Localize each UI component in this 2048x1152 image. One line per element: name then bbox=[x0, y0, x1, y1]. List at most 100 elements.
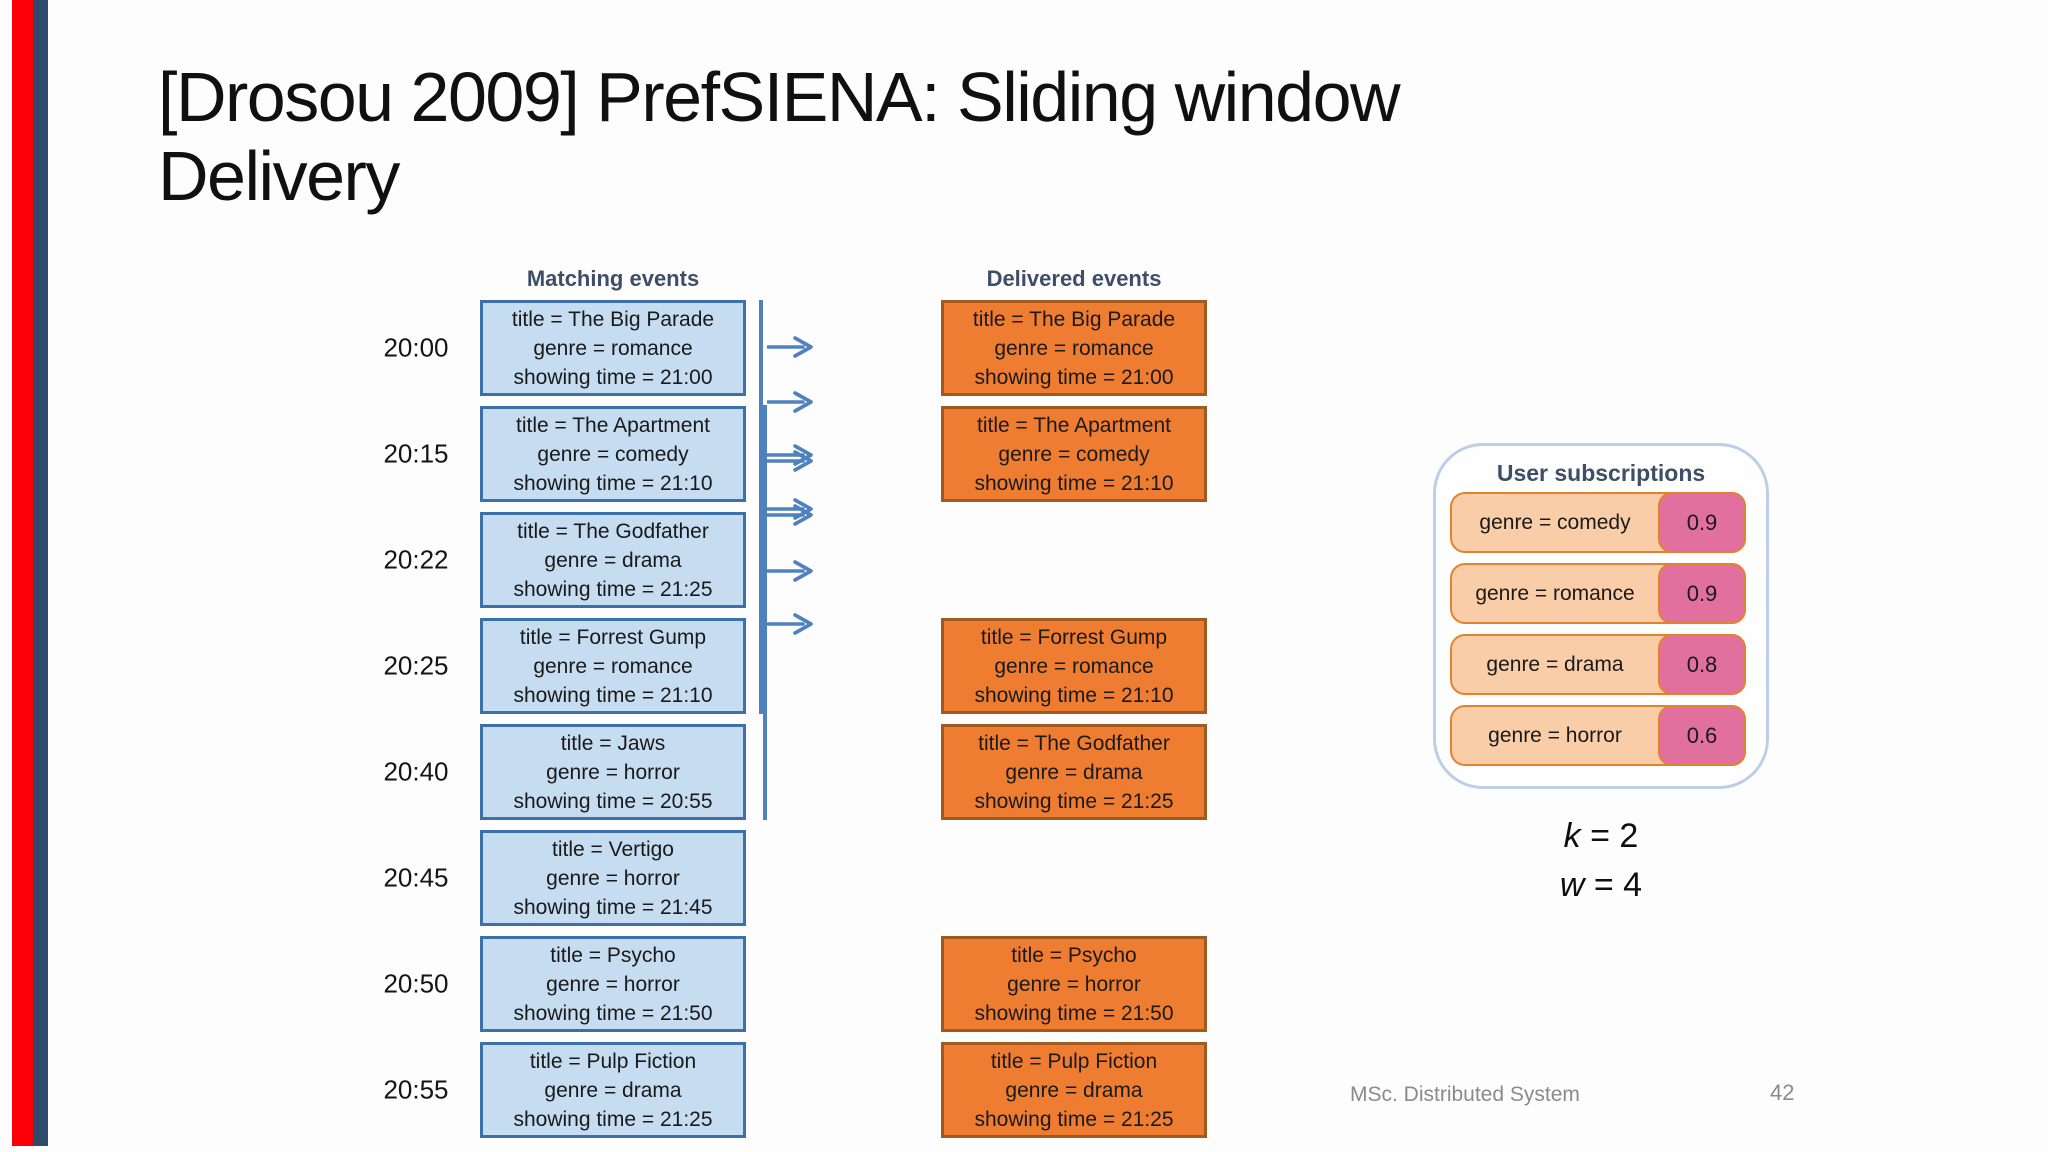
event-genre: genre = romance bbox=[533, 336, 693, 360]
delivery-arrow-icon bbox=[767, 557, 817, 585]
event-timestamp: 20:50 bbox=[383, 968, 449, 999]
user-subscriptions-panel: User subscriptions genre = comedy 0.9 ge… bbox=[1433, 443, 1769, 789]
event-title: title = The Godfather bbox=[978, 731, 1170, 755]
slide-title: [Drosou 2009] PrefSIENA: Sliding window … bbox=[158, 58, 1858, 216]
event-title: title = Pulp Fiction bbox=[990, 1049, 1158, 1073]
event-showing-time: showing time = 21:10 bbox=[513, 471, 713, 495]
event-genre: genre = romance bbox=[533, 654, 693, 678]
matching-event-box: title = Psycho genre = horror showing ti… bbox=[480, 936, 746, 1032]
matching-event-row: 20:50 title = Psycho genre = horror show… bbox=[383, 936, 746, 1032]
event-title: title = The Big Parade bbox=[972, 307, 1176, 331]
event-genre: genre = comedy bbox=[537, 442, 689, 466]
parameter-k: k = 2 bbox=[1433, 812, 1769, 861]
matching-event-box: title = The Apartment genre = comedy sho… bbox=[480, 406, 746, 502]
event-showing-time: showing time = 21:50 bbox=[974, 1001, 1174, 1025]
parameter-symbol: k bbox=[1563, 817, 1581, 855]
matching-event-box: title = Vertigo genre = horror showing t… bbox=[480, 830, 746, 926]
event-showing-time: showing time = 21:00 bbox=[513, 365, 713, 389]
matching-event-row: 20:25 title = Forrest Gump genre = roman… bbox=[383, 618, 746, 714]
sliding-window-line-2 bbox=[763, 405, 767, 820]
matching-event-row: 20:22 title = The Godfather genre = dram… bbox=[383, 512, 746, 608]
delivered-events-header: Delivered events bbox=[986, 266, 1162, 291]
event-title: title = Pulp Fiction bbox=[529, 1049, 697, 1073]
event-timestamp: 20:55 bbox=[383, 1074, 449, 1105]
subscription-row: genre = romance 0.9 bbox=[1450, 563, 1746, 624]
event-showing-time: showing time = 21:45 bbox=[513, 895, 713, 919]
matching-event-row: 20:00 title = The Big Parade genre = rom… bbox=[383, 300, 746, 396]
event-title: title = The Big Parade bbox=[511, 307, 715, 331]
event-title: title = Jaws bbox=[560, 731, 666, 755]
slide-title-line2: Delivery bbox=[158, 137, 400, 215]
event-showing-time: showing time = 21:10 bbox=[974, 471, 1174, 495]
event-showing-time: showing time = 21:25 bbox=[513, 1107, 713, 1131]
event-title: title = Psycho bbox=[1011, 943, 1137, 967]
parameter-value: = 2 bbox=[1580, 817, 1639, 855]
footer-course-name: MSc. Distributed System bbox=[1350, 1083, 1580, 1106]
matching-events-header: Matching events bbox=[526, 266, 700, 291]
subscription-score-badge: 0.6 bbox=[1658, 705, 1746, 766]
matching-event-box: title = Pulp Fiction genre = drama showi… bbox=[480, 1042, 746, 1138]
event-title: title = Psycho bbox=[550, 943, 676, 967]
subscription-label: genre = romance bbox=[1475, 581, 1635, 605]
event-genre: genre = romance bbox=[994, 336, 1154, 360]
event-genre: genre = drama bbox=[1005, 1078, 1143, 1102]
parameter-symbol: w bbox=[1559, 866, 1585, 904]
delivered-event-box: title = The Big Parade genre = romance s… bbox=[941, 300, 1207, 396]
event-genre: genre = drama bbox=[1005, 760, 1143, 784]
matching-event-box: title = Jaws genre = horror showing time… bbox=[480, 724, 746, 820]
subscription-score-badge: 0.9 bbox=[1658, 563, 1746, 624]
matching-events-column: 20:00 title = The Big Parade genre = rom… bbox=[383, 300, 746, 1138]
matching-event-row: 20:45 title = Vertigo genre = horror sho… bbox=[383, 830, 746, 926]
event-genre: genre = drama bbox=[544, 1078, 682, 1102]
event-timestamp: 20:40 bbox=[383, 756, 449, 787]
event-timestamp: 20:22 bbox=[383, 544, 449, 575]
event-showing-time: showing time = 21:25 bbox=[974, 1107, 1174, 1131]
event-genre: genre = horror bbox=[1007, 972, 1141, 996]
event-showing-time: showing time = 20:55 bbox=[513, 789, 713, 813]
event-title: title = The Apartment bbox=[977, 413, 1171, 437]
delivered-event-box: title = Forrest Gump genre = romance sho… bbox=[941, 618, 1207, 714]
subscription-row: genre = horror 0.6 bbox=[1450, 705, 1746, 766]
event-title: title = The Godfather bbox=[517, 519, 709, 543]
delivery-double-arrow-icon bbox=[767, 444, 817, 472]
subscription-label: genre = drama bbox=[1486, 652, 1624, 676]
parameter-value: = 4 bbox=[1584, 866, 1643, 904]
event-genre: genre = romance bbox=[994, 654, 1154, 678]
event-genre: genre = comedy bbox=[998, 442, 1150, 466]
left-accent-stripe-red bbox=[12, 0, 33, 1146]
slide-page-number: 42 bbox=[1770, 1080, 1795, 1105]
delivery-double-arrow-icon bbox=[767, 498, 817, 526]
delivered-event-box: title = The Apartment genre = comedy sho… bbox=[941, 406, 1207, 502]
event-showing-time: showing time = 21:10 bbox=[974, 683, 1174, 707]
delivery-arrow-icon bbox=[767, 610, 817, 638]
matching-event-row: 20:40 title = Jaws genre = horror showin… bbox=[383, 724, 746, 820]
event-title: title = Vertigo bbox=[552, 837, 674, 861]
event-genre: genre = horror bbox=[546, 972, 680, 996]
window-parameters: k = 2 w = 4 bbox=[1433, 812, 1769, 910]
left-accent-stripe-navy bbox=[33, 0, 48, 1146]
event-genre: genre = horror bbox=[546, 760, 680, 784]
event-showing-time: showing time = 21:10 bbox=[513, 683, 713, 707]
delivered-events-column: title = The Big Parade genre = romance s… bbox=[941, 300, 1207, 1138]
event-title: title = Forrest Gump bbox=[980, 625, 1168, 649]
delivered-event-box: title = Pulp Fiction genre = drama showi… bbox=[941, 1042, 1207, 1138]
matching-event-box: title = The Godfather genre = drama show… bbox=[480, 512, 746, 608]
event-title: title = Forrest Gump bbox=[519, 625, 707, 649]
subscription-label: genre = horror bbox=[1488, 723, 1622, 747]
event-genre: genre = horror bbox=[546, 866, 680, 890]
matching-event-box: title = Forrest Gump genre = romance sho… bbox=[480, 618, 746, 714]
matching-event-row: 20:15 title = The Apartment genre = come… bbox=[383, 406, 746, 502]
event-showing-time: showing time = 21:50 bbox=[513, 1001, 713, 1025]
subscription-row: genre = comedy 0.9 bbox=[1450, 492, 1746, 553]
sliding-window-line-1 bbox=[759, 300, 763, 714]
event-title: title = The Apartment bbox=[516, 413, 710, 437]
delivered-event-box: title = Psycho genre = horror showing ti… bbox=[941, 936, 1207, 1032]
event-genre: genre = drama bbox=[544, 548, 682, 572]
parameter-w: w = 4 bbox=[1433, 861, 1769, 910]
matching-event-box: title = The Big Parade genre = romance s… bbox=[480, 300, 746, 396]
subscription-label: genre = comedy bbox=[1479, 510, 1631, 534]
user-subscriptions-header: User subscriptions bbox=[1496, 460, 1706, 486]
slide-title-line1: [Drosou 2009] PrefSIENA: Sliding window bbox=[158, 58, 1401, 136]
subscription-rows: genre = comedy 0.9 genre = romance 0.9 g… bbox=[1450, 492, 1746, 766]
